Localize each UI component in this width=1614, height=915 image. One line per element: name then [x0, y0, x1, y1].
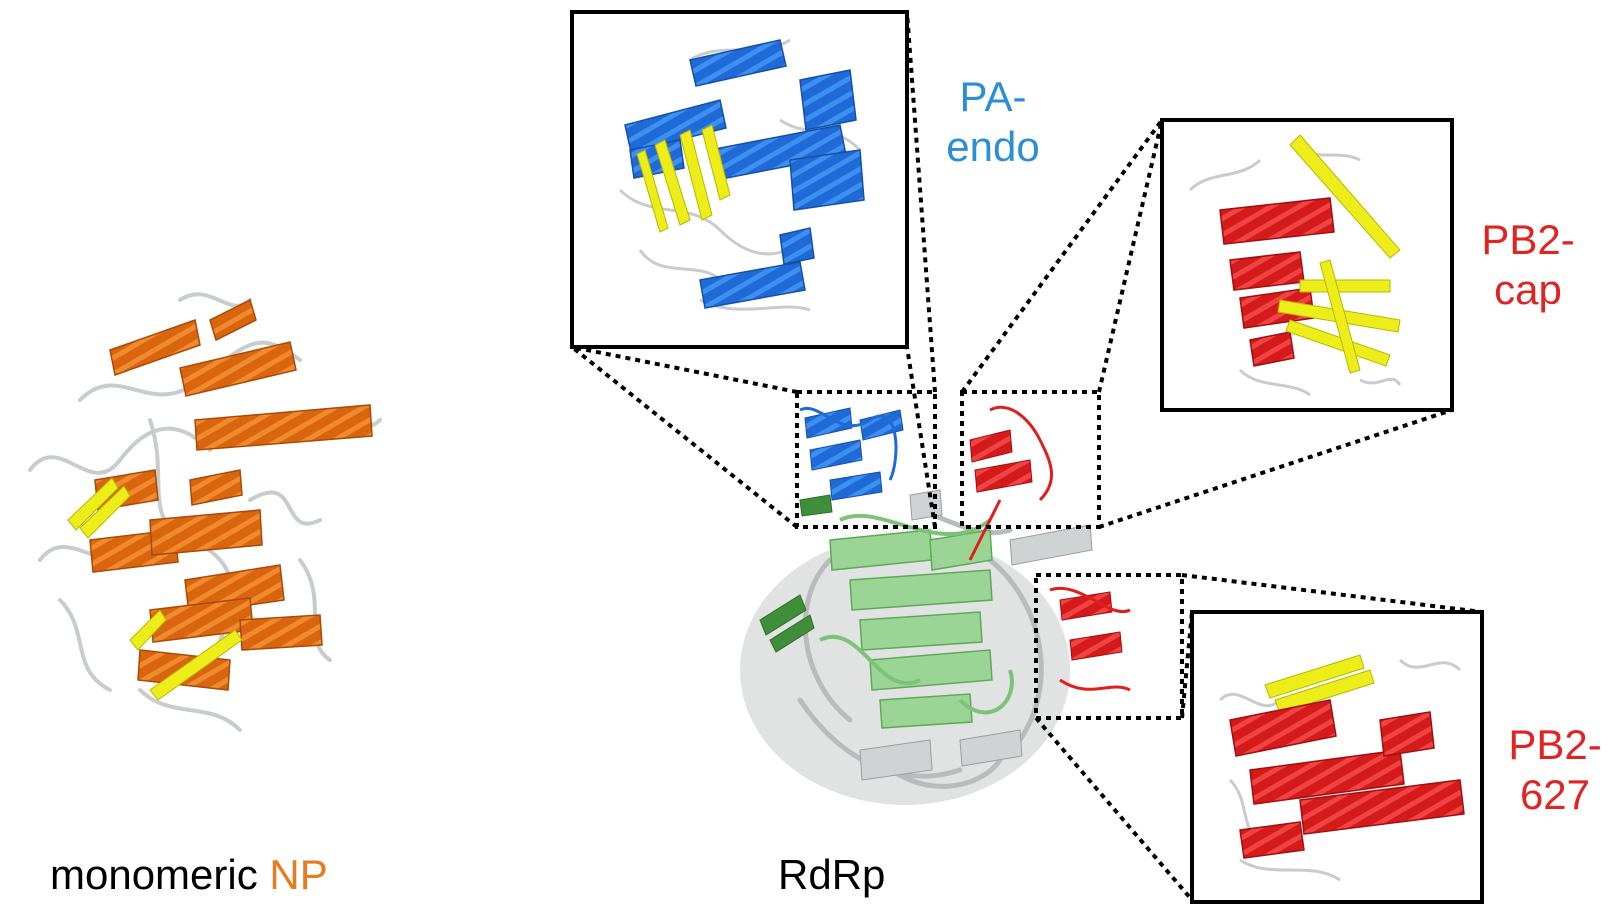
- pa-endo-label-line1: PA-: [959, 73, 1027, 120]
- np-label-np: NP: [269, 851, 328, 898]
- np-label-word: monomeric: [50, 851, 258, 898]
- zoom-box-pa-endo: [570, 10, 909, 349]
- np-structure: [28, 292, 382, 732]
- pb2-627-label-line2: 627: [1519, 771, 1591, 818]
- zoom-box-pb2-cap: [1160, 118, 1454, 412]
- pb2-cap-label: PB2- cap: [1468, 215, 1588, 315]
- zoom-guides: [570, 11, 1483, 902]
- pb2-cap-label-line2: cap: [1494, 266, 1562, 313]
- pa-endo-label-line2: endo: [946, 123, 1040, 170]
- pb2-627-label: PB2- 627: [1500, 720, 1610, 820]
- zoom-box-pb2-627: [1190, 610, 1484, 904]
- np-label: monomeric NP: [50, 850, 328, 900]
- pb2-627-label-line1: PB2-: [1508, 721, 1602, 768]
- rdrp-structure: [740, 405, 1131, 805]
- pa-endo-label: PA- endo: [928, 72, 1058, 172]
- pb2-cap-label-line1: PB2-: [1481, 216, 1575, 263]
- rdrp-label: RdRp: [778, 851, 886, 898]
